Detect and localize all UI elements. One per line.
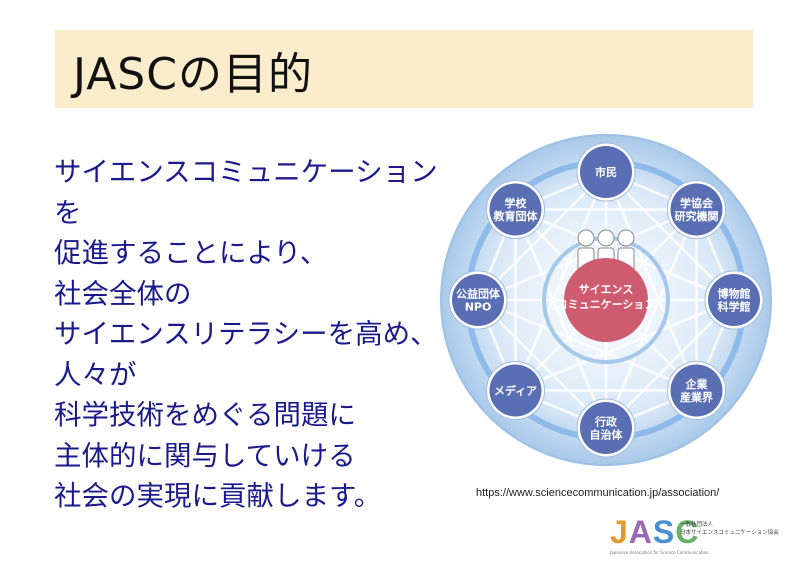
connection-line [477,299,607,429]
node-label: 学校 [504,196,527,210]
page-title: JASCの目的 [73,49,313,100]
node-label: 市民 [595,165,617,179]
node-circle [708,274,760,326]
node-label: 自治体 [590,428,624,442]
statement-line: サイエンスリテラシーを高め、 [54,318,438,350]
statement-line: 社会の実現に貢献します。 [54,480,382,512]
node-label: 行政 [594,415,618,429]
source-url: https://www.sciencecommunication.jp/asso… [476,487,720,499]
center-label: コミュニケーション [557,298,656,311]
center-label: サイエンス [579,283,634,296]
node-label: 博物館 [718,287,751,301]
stakeholder-network-diagram: サイエンス コミュニケーション 市民学協会研究機関博物館科学館企業産業界行政自治… [440,134,772,466]
logo-org-name: 日本サイエンスコミュニケーション協会 [680,530,779,536]
node-circle [670,364,723,417]
node-label: メディア [494,384,537,398]
jasc-logo: JASC 一般社団法人 日本サイエンスコミュニケーション協会 Japanese … [600,510,790,560]
node-circle [580,402,632,454]
center-circle [564,258,648,342]
node-label: 公益団体 [456,287,501,301]
node-circle [489,364,542,417]
node-label: 企業 [685,377,709,391]
node-label: 産業界 [680,390,713,404]
node-circle [452,274,504,326]
node-label: NPO [465,301,492,314]
statement-line: を [54,196,82,229]
node-label: 教育団体 [492,209,538,223]
logo-wordmark: JASC [610,514,700,550]
stakeholder-node: 市民 [576,142,636,202]
node-circle [580,146,632,198]
node-circle [489,183,542,236]
logo-english-name: Japanese Association for Science Communi… [610,550,709,555]
purpose-statement: サイエンスコミュニケーション を 促進することにより、 社会全体の サイエンスリ… [54,152,484,517]
statement-line: 人々が [54,358,137,391]
stakeholder-node: メディア [485,361,545,421]
title-banner: JASCの目的 [55,30,753,108]
statement-line: 促進することにより、 [54,237,328,269]
node-circle [670,183,723,236]
node-label: 科学館 [718,300,751,314]
statement-line: 主体的に関与していける [54,439,356,472]
node-label: 学協会 [680,196,714,210]
statement-line: 社会全体の [54,277,192,310]
connection-line [514,209,608,429]
logo-org-type: 一般社団法人 [680,522,714,528]
node-label: 研究機関 [675,209,719,223]
statement-line: 科学技術をめぐる問題に [54,399,356,431]
statement-line: サイエンスコミュニケーション [54,156,438,188]
